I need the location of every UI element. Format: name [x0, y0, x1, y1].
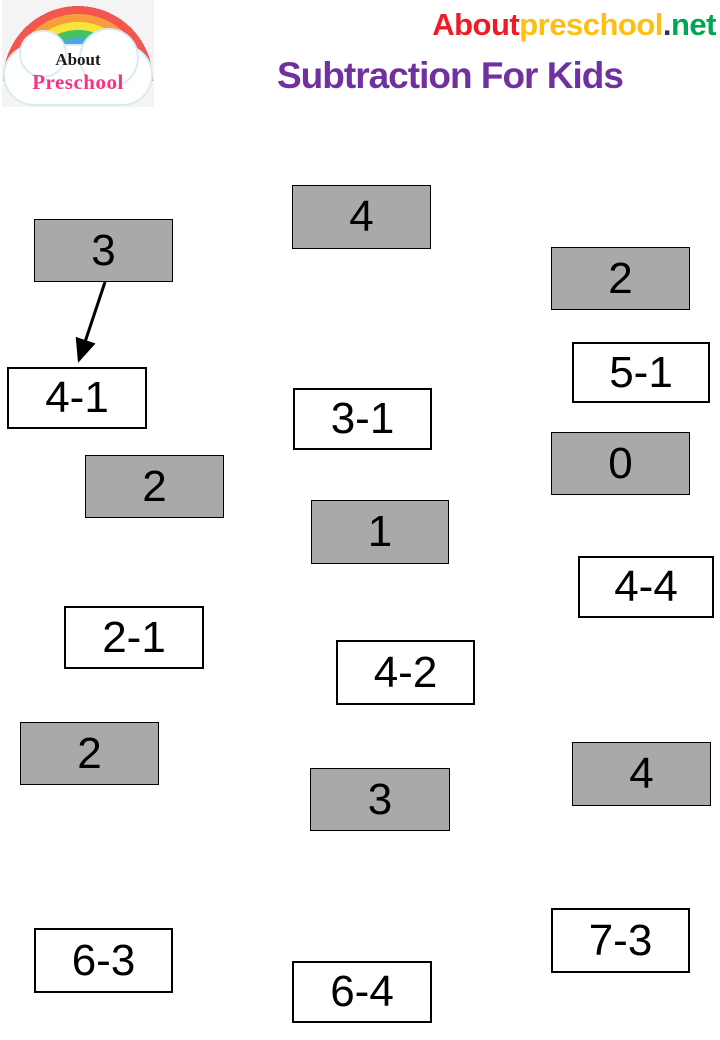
site-name-net: net — [671, 7, 717, 42]
problem-box[interactable]: 4-1 — [7, 367, 147, 429]
site-name-dot: . — [662, 7, 672, 42]
site-name-preschool: preschool — [519, 7, 663, 42]
answer-box[interactable]: 2 — [20, 722, 159, 785]
site-name: Aboutpreschool.net — [432, 7, 716, 43]
answer-box[interactable]: 0 — [551, 432, 690, 495]
answer-box[interactable]: 4 — [292, 185, 431, 249]
page-title: Subtraction For Kids — [277, 55, 624, 96]
about-preschool-logo: About Preschool — [2, 0, 154, 107]
problem-box[interactable]: 3-1 — [293, 388, 432, 450]
match-arrow — [75, 281, 107, 363]
problem-box[interactable]: 4-2 — [336, 640, 475, 705]
problem-box[interactable]: 4-4 — [578, 556, 714, 618]
answer-box[interactable]: 4 — [572, 742, 711, 806]
cloud-icon: About Preschool — [5, 30, 151, 104]
problem-box[interactable]: 6-4 — [292, 961, 432, 1023]
answer-box[interactable]: 2 — [551, 247, 690, 310]
problem-box[interactable]: 6-3 — [34, 928, 173, 993]
problem-box[interactable]: 5-1 — [572, 342, 710, 403]
answer-box[interactable]: 3 — [310, 768, 450, 831]
problem-box[interactable]: 2-1 — [64, 606, 204, 669]
answer-box[interactable]: 3 — [34, 219, 173, 282]
site-name-about: About — [432, 7, 520, 42]
problem-box[interactable]: 7-3 — [551, 908, 690, 973]
answer-box[interactable]: 2 — [85, 455, 224, 518]
answer-box[interactable]: 1 — [311, 500, 449, 564]
logo-text-top: About — [55, 50, 101, 69]
logo-text-bottom: Preschool — [32, 70, 124, 94]
